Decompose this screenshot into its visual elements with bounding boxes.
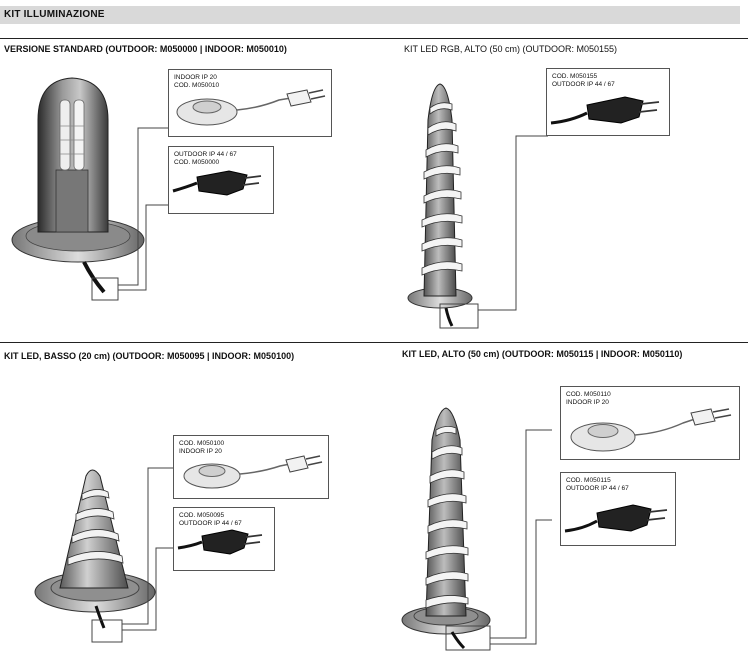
led-high-outdoor-label-1: COD. M050115 xyxy=(566,477,611,484)
standard-outdoor-box: OUTDOOR IP 44 / 67 COD. M050000 xyxy=(168,146,274,214)
indoor-switch-plug-icon xyxy=(176,89,326,126)
led-low-indoor-box: COD. M050100 INDOOR IP 20 xyxy=(173,435,329,499)
led-rgb-label-1: COD. M050155 xyxy=(552,73,598,80)
section-title-led-high: KIT LED, ALTO (50 cm) (OUTDOOR: M050115 … xyxy=(402,349,683,359)
section-title-led-rgb: KIT LED RGB, ALTO (50 cm) (OUTDOOR: M050… xyxy=(404,44,618,54)
outdoor-plug-icon xyxy=(564,504,668,533)
led-low-outdoor-label-1: COD. M050095 xyxy=(179,512,225,519)
standard-outdoor-label-1: OUTDOOR IP 44 / 67 xyxy=(174,151,237,158)
section-title-standard: VERSIONE STANDARD (OUTDOOR: M050000 | IN… xyxy=(4,44,287,54)
outdoor-plug-icon xyxy=(550,96,660,125)
led-low-indoor-label-2: INDOOR IP 20 xyxy=(179,448,222,455)
page-header: KIT ILLUMINAZIONE xyxy=(0,6,740,24)
page-title: KIT ILLUMINAZIONE xyxy=(4,9,105,20)
standard-indoor-box: INDOOR IP 20 COD. M050010 xyxy=(168,69,332,137)
standard-indoor-label-2: COD. M050010 xyxy=(174,82,220,89)
middle-rule xyxy=(0,342,748,343)
led-high-outdoor-label-2: OUTDOOR IP 44 / 67 xyxy=(566,485,629,492)
led-high-indoor-label-2: INDOOR IP 20 xyxy=(566,399,609,406)
led-high-outdoor-box: COD. M050115 OUTDOOR IP 44 / 67 xyxy=(560,472,676,546)
indoor-switch-plug-icon xyxy=(570,408,732,452)
led-low-indoor-label-1: COD. M050100 xyxy=(179,440,225,447)
cable-detail-frame xyxy=(91,619,123,643)
led-rgb-label-2: OUTDOOR IP 44 / 67 xyxy=(552,81,615,88)
standard-indoor-label-1: INDOOR IP 20 xyxy=(174,74,217,81)
cable-detail-frame xyxy=(91,277,119,301)
led-low-outdoor-label-2: OUTDOOR IP 44 / 67 xyxy=(179,520,242,527)
led-high-indoor-box: COD. M050110 INDOOR IP 20 xyxy=(560,386,740,460)
outdoor-plug-icon xyxy=(177,529,263,555)
standard-outdoor-label-2: COD. M050000 xyxy=(174,159,220,166)
cable-detail-frame xyxy=(439,303,479,329)
top-rule xyxy=(0,38,748,39)
led-low-outdoor-box: COD. M050095 OUTDOOR IP 44 / 67 xyxy=(173,507,275,571)
outdoor-plug-icon xyxy=(172,170,262,196)
led-high-indoor-label-1: COD. M050110 xyxy=(566,391,611,398)
led-rgb-outdoor-box: COD. M050155 OUTDOOR IP 44 / 67 xyxy=(546,68,670,136)
indoor-switch-plug-icon xyxy=(183,455,323,489)
section-title-led-low: KIT LED, BASSO (20 cm) (OUTDOOR: M050095… xyxy=(4,351,295,361)
